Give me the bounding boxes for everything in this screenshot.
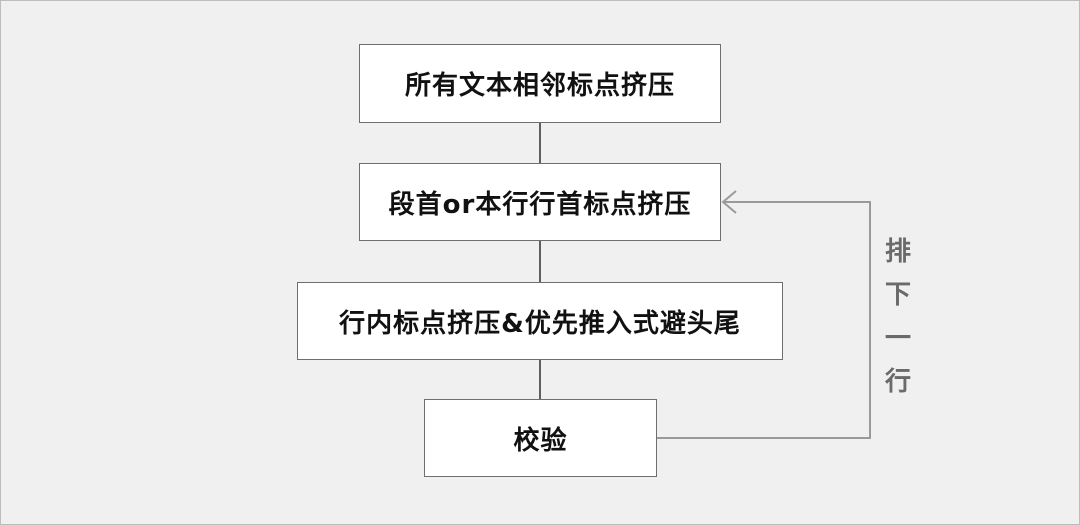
step-box-inline-squeeze-push-in: 行内标点挤压&优先推入式避头尾 <box>297 282 783 360</box>
step-label: 行内标点挤压&优先推入式避头尾 <box>339 308 741 339</box>
loop-label-next-line: 排 下 一 行 <box>877 237 919 397</box>
loop-label-char: 一 <box>884 323 911 354</box>
step-box-line-start-punctuation-squeeze: 段首or本行行首标点挤压 <box>359 163 721 241</box>
step-box-adjacent-punctuation-squeeze: 所有文本相邻标点挤压 <box>359 44 721 123</box>
step-label: 所有文本相邻标点挤压 <box>404 71 675 101</box>
loop-back-arrowhead <box>721 190 737 214</box>
loop-label-char: 排 <box>884 237 911 267</box>
loop-label-char: 下 <box>884 280 911 311</box>
loop-back-line <box>657 201 871 439</box>
step-box-verify: 校验 <box>424 399 657 477</box>
step-label: 校验 <box>513 425 568 456</box>
step-label: 段首or本行行首标点挤压 <box>388 189 692 220</box>
loop-label-char: 行 <box>884 366 911 397</box>
